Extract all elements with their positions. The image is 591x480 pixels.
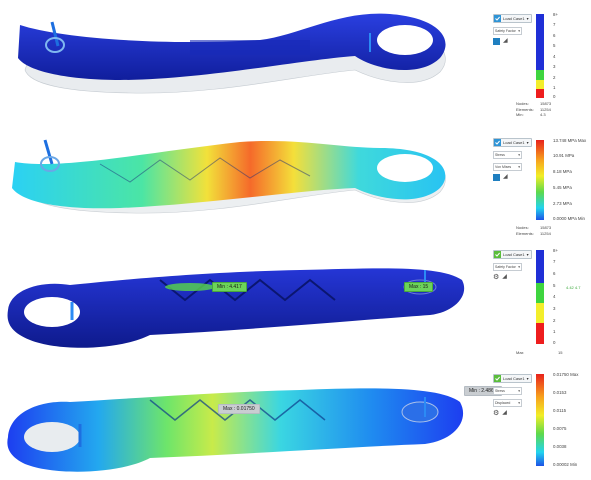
legend-controls: Load Case1 ▾ Safety Factor▾ ⚙◢ [493, 250, 532, 281]
chevron-down-icon: ▾ [518, 265, 520, 269]
chevron-down-icon: ▾ [526, 16, 529, 21]
panel-safety-factor-1: Load Case1 ▾ Safety Factor▾ ◢ 8+ 7 6 5 4… [0, 0, 591, 118]
gear-icon[interactable]: ⚙ [493, 410, 500, 417]
chevron-down-icon: ▾ [518, 29, 520, 33]
load-case-label: Load Case1 [503, 376, 525, 381]
constraint-icon [45, 37, 65, 53]
result-type-select[interactable]: Safety Factor▾ [493, 27, 522, 35]
check-icon [494, 251, 501, 258]
max-callout: Max : 0.01750 [218, 404, 260, 414]
stress-colorbar [536, 374, 544, 466]
bracket-model [7, 388, 464, 472]
panel-stress-1: Load Case1 ▾ Stress▾ Von Mises▾ ◢ 13.748… [0, 120, 591, 238]
result-subtype-label: Von Mises [495, 165, 512, 169]
chevron-down-icon: ▾ [518, 389, 520, 393]
stress-colorbar [536, 140, 544, 220]
probe-icon[interactable] [493, 38, 500, 45]
gear-icon[interactable]: ⚙ [493, 274, 500, 281]
load-case-label: Load Case1 [503, 16, 525, 21]
result-subtype-select[interactable]: Von Mises ▾ [493, 163, 522, 171]
model-viewport[interactable] [0, 240, 470, 360]
check-icon [494, 15, 501, 22]
bracket-model [12, 139, 446, 214]
safety-factor-colorbar [536, 14, 544, 98]
chevron-down-icon: ▾ [526, 252, 529, 257]
load-case-dropdown[interactable]: Load Case1 ▾ [493, 138, 532, 147]
result-subtype-label: Displaced [495, 401, 511, 405]
bracket-model [7, 268, 465, 348]
bracket-model [18, 13, 446, 94]
safety-factor-colorbar [536, 250, 544, 344]
chevron-down-icon: ▾ [518, 401, 520, 405]
result-type-select[interactable]: Stress ▾ [493, 387, 522, 395]
legend-controls: Load Case1 ▾ Stress ▾ Displaced ▾ ⚙◢ [493, 374, 532, 417]
result-type-label: Stress [495, 153, 505, 157]
probe-icon[interactable] [493, 174, 500, 181]
chart-icon[interactable]: ◢ [502, 410, 507, 416]
chevron-down-icon: ▾ [526, 376, 529, 381]
result-type-label: Stress [495, 389, 505, 393]
chart-icon[interactable]: ◢ [502, 274, 507, 280]
legend-controls: Load Case1 ▾ Safety Factor▾ ◢ [493, 14, 532, 45]
load-case-dropdown[interactable]: Load Case1 ▾ [493, 250, 532, 259]
check-icon [494, 375, 501, 382]
chevron-down-icon: ▾ [518, 153, 520, 157]
constraint-icon [40, 156, 60, 172]
min-marker-value: 4.42 4.7 [566, 285, 581, 290]
result-type-select[interactable]: Safety Factor▾ [493, 263, 522, 271]
load-arrow-icon [50, 21, 60, 47]
check-icon [494, 139, 501, 146]
result-type-label: Safety Factor [495, 29, 516, 33]
load-case-label: Load Case1 [503, 140, 525, 145]
chevron-down-icon: ▾ [526, 140, 529, 145]
max-callout: Max : 15 [404, 282, 434, 292]
chart-icon[interactable]: ◢ [503, 174, 508, 180]
result-subtype-select[interactable]: Displaced ▾ [493, 399, 522, 407]
mesh-stats: Nodes:15873 Elements:11254 Min:4.3 [516, 101, 552, 117]
load-case-dropdown[interactable]: Load Case1 ▾ [493, 14, 532, 23]
chart-icon[interactable]: ◢ [503, 38, 508, 44]
result-type-select[interactable]: Stress ▾ [493, 151, 522, 159]
mesh-stats: Nodes:15873 Elements:11254 [516, 225, 552, 236]
model-viewport[interactable] [0, 0, 470, 118]
panel-safety-factor-2: Min : 4.417 Max : 15 Load Case1 ▾ Safety… [0, 240, 591, 360]
model-viewport[interactable] [0, 362, 470, 480]
legend-controls: Load Case1 ▾ Stress ▾ Von Mises ▾ ◢ [493, 138, 532, 181]
chevron-down-icon: ▾ [518, 165, 520, 169]
load-case-label: Load Case1 [503, 252, 525, 257]
panel-stress-2: Max : 0.01750 Min : 2.486E Load Case1 ▾ … [0, 362, 591, 480]
result-type-label: Safety Factor [495, 265, 516, 269]
load-arrow-icon [43, 139, 54, 165]
min-callout: Min : 4.417 [212, 282, 247, 292]
load-case-dropdown[interactable]: Load Case1 ▾ [493, 374, 532, 383]
model-viewport[interactable] [0, 120, 470, 238]
